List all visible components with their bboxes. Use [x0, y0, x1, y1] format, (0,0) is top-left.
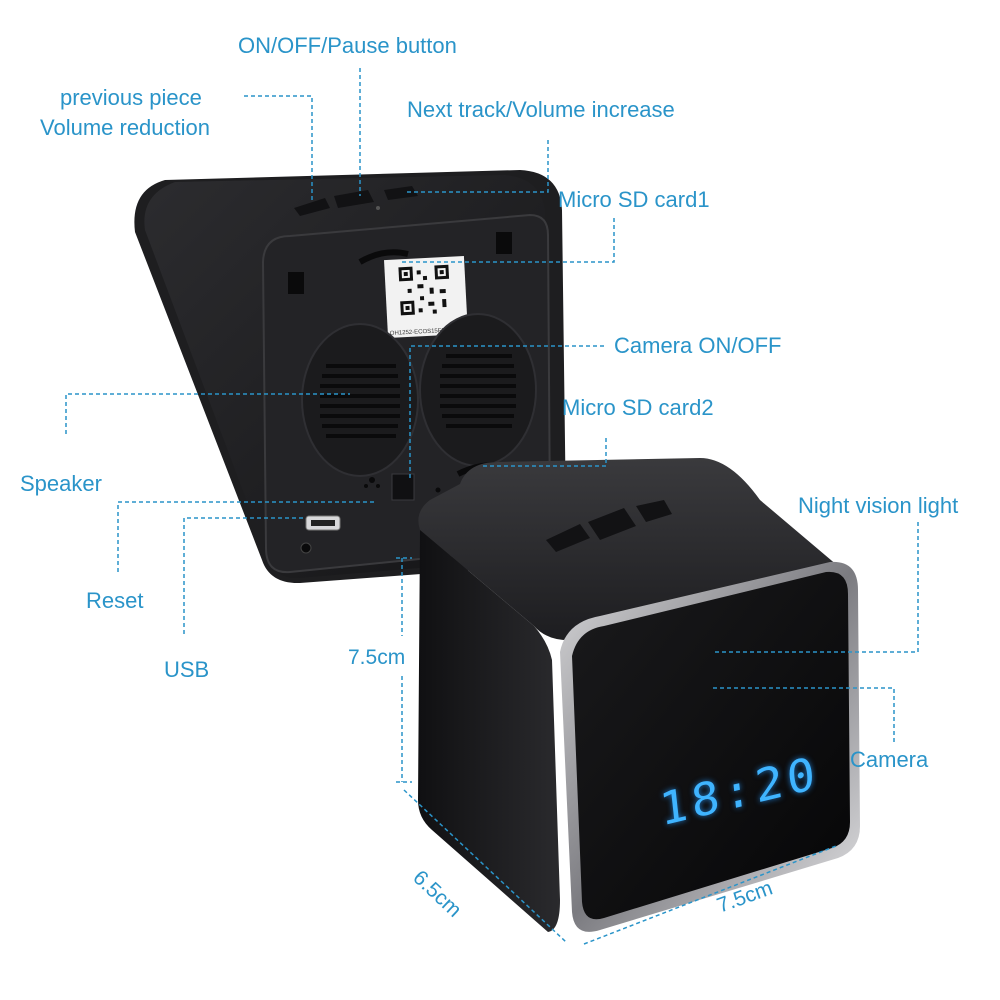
- label-previous-piece: previous piece: [60, 85, 202, 110]
- rear-device: OH1252-ECOS15F0AEFB-200210: [134, 170, 566, 584]
- label-on-off-pause: ON/OFF/Pause button: [238, 33, 457, 58]
- callout-lines: [65, 68, 919, 945]
- label-night-vision: Night vision light: [798, 493, 959, 518]
- front-device: [418, 458, 860, 932]
- label-next-track: Next track/Volume increase: [407, 97, 675, 122]
- rear-top-buttons[interactable]: [294, 186, 418, 216]
- speaker-grille: [301, 313, 537, 477]
- label-usb: USB: [164, 657, 210, 682]
- label-camera: Camera: [850, 747, 929, 772]
- label-reset: Reset: [86, 588, 144, 613]
- front-top-buttons[interactable]: [546, 500, 672, 552]
- label-speaker: Speaker: [20, 471, 102, 496]
- label-volume-reduction: Volume reduction: [40, 115, 210, 140]
- foot-top-right: [496, 232, 512, 254]
- qr-sticker-text: OH1252-ECOS15F0AEFB-200210: [390, 326, 484, 337]
- label-micro-sd-1: Micro SD card1: [558, 187, 710, 212]
- foot-top-left: [288, 272, 304, 294]
- reset-hole[interactable]: [435, 487, 441, 493]
- label-camera-on-off: Camera ON/OFF: [614, 333, 782, 358]
- qr-sticker: OH1252-ECOS15F0AEFB-200210: [384, 255, 484, 339]
- dimension-height: 7.5cm: [348, 646, 406, 669]
- label-micro-sd-2: Micro SD card2: [562, 395, 714, 420]
- camera-switch[interactable]: [391, 473, 415, 501]
- micro-sd-slot-1: [358, 249, 409, 265]
